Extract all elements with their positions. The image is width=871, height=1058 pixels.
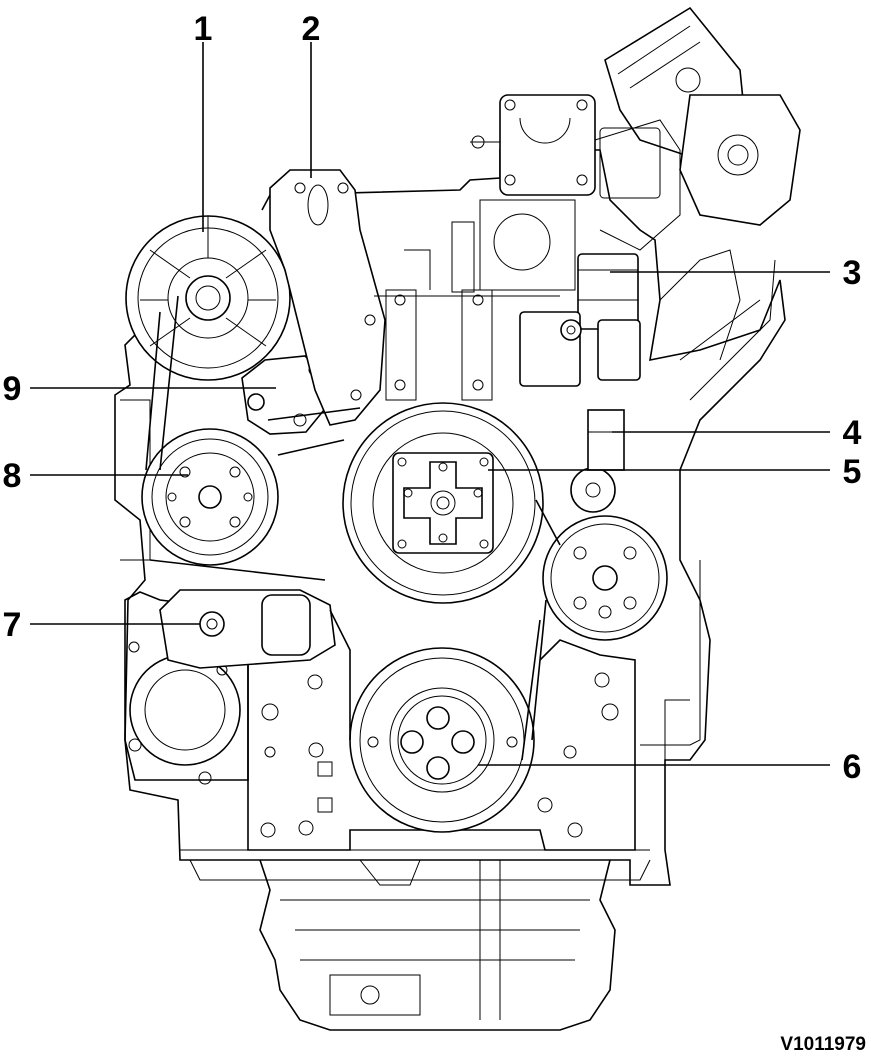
- fan-hub-pulley: [141, 428, 279, 566]
- callout-2: 2: [302, 10, 321, 48]
- idler-pulley-large: [342, 402, 544, 604]
- sensor-block: [587, 409, 625, 471]
- callout-4: 4: [843, 414, 862, 452]
- callout-3: 3: [843, 254, 862, 292]
- alternator-bracket: [269, 169, 386, 426]
- leader-lines: [30, 42, 830, 766]
- thermostat-housing: [470, 94, 596, 196]
- callout-6: 6: [843, 748, 862, 786]
- figure-id: V1011979: [780, 1034, 866, 1055]
- upper-brackets: [374, 199, 576, 401]
- air-intake-elbow: [594, 6, 801, 251]
- callout-9: 9: [3, 370, 22, 408]
- belt-idler-lower: [159, 589, 336, 669]
- callout-8: 8: [3, 457, 22, 495]
- crankshaft-pulley: [349, 647, 535, 833]
- coolant-pump-pulley: [542, 467, 668, 641]
- fuel-filter-unit: [519, 253, 641, 387]
- callout-1: 1: [194, 10, 213, 48]
- oil-sump: [259, 859, 616, 1031]
- callout-7: 7: [3, 606, 22, 644]
- drive-belt: [145, 295, 561, 761]
- alternator: [125, 215, 291, 381]
- timing-cover-plate: [247, 639, 636, 851]
- callout-5: 5: [843, 453, 862, 491]
